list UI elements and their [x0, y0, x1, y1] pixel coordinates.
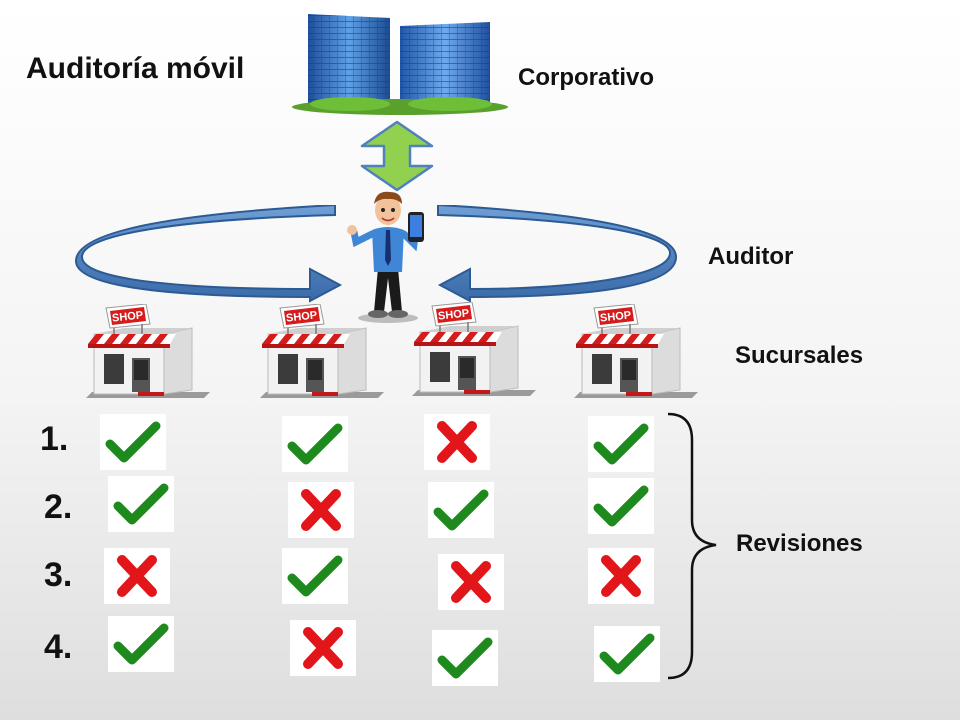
check-mark-icon — [594, 626, 660, 682]
reviews-label: Revisiones — [736, 530, 863, 557]
corporate-building-icon — [292, 14, 508, 115]
reviews-brace — [667, 412, 717, 680]
cross-mark-icon — [424, 414, 490, 470]
review-number: 1. — [40, 420, 69, 458]
branches-label: Sucursales — [735, 342, 864, 369]
cross-mark-icon — [588, 548, 654, 604]
corporate-label: Corporativo — [518, 64, 655, 91]
auditor-person-icon — [347, 191, 424, 323]
review-number: 3. — [44, 556, 73, 594]
check-mark-icon — [588, 416, 654, 472]
check-mark-icon — [428, 482, 494, 538]
review-number: 4. — [44, 628, 73, 666]
check-mark-icon — [282, 416, 348, 472]
check-mark-icon — [588, 478, 654, 534]
shop-icon: SHOP — [254, 304, 384, 400]
cross-mark-icon — [104, 548, 170, 604]
check-mark-icon — [108, 476, 174, 532]
audit-loop-arrows — [74, 205, 678, 303]
check-mark-icon — [100, 414, 166, 470]
shop-icon: SHOP — [80, 304, 210, 400]
check-mark-icon — [108, 616, 174, 672]
check-mark-icon — [282, 548, 348, 604]
check-mark-icon — [432, 630, 498, 686]
sync-double-arrow-icon — [360, 120, 434, 192]
auditor-label: Auditor — [708, 243, 794, 270]
page-title: Auditoría móvil — [26, 52, 245, 85]
review-number: 2. — [44, 488, 73, 526]
shop-icon: SHOP — [406, 302, 536, 398]
cross-mark-icon — [438, 554, 504, 610]
cross-mark-icon — [290, 620, 356, 676]
shop-icon: SHOP — [568, 304, 698, 400]
cross-mark-icon — [288, 482, 354, 538]
